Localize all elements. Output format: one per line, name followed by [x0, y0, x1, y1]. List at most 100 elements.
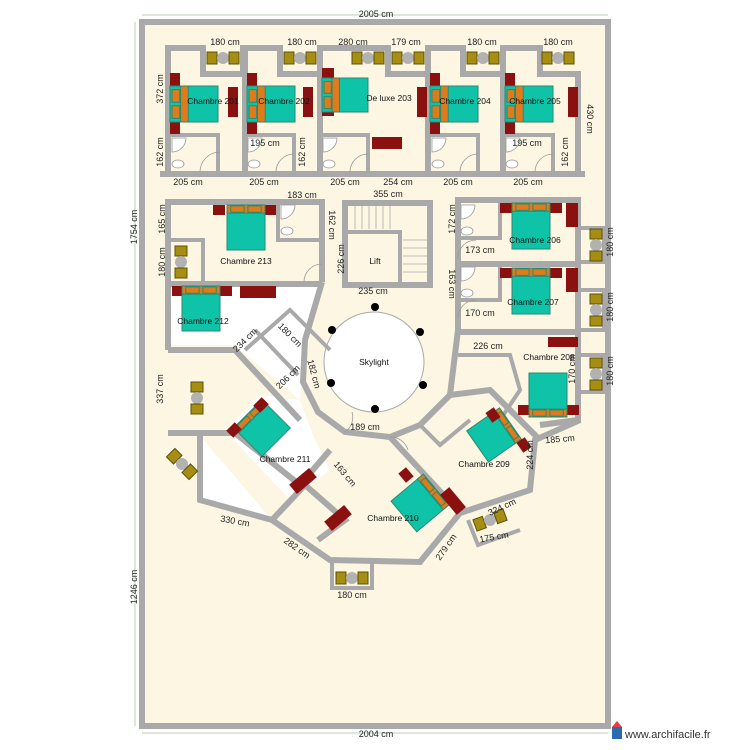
dimension: 172 cm	[447, 204, 457, 234]
dimension: 205 cm	[443, 177, 473, 187]
balcony-table-chairs	[589, 228, 603, 262]
dimension: 185 cm	[545, 433, 575, 446]
shower-toilet	[171, 137, 187, 169]
dimension: 195 cm	[250, 138, 280, 148]
room-label-207: Chambre 207	[507, 297, 559, 307]
shower-toilet	[460, 204, 476, 236]
wardrobe	[440, 487, 466, 515]
dimension: 1246 cm	[129, 570, 139, 605]
bed	[466, 407, 522, 463]
dimension: 195 cm	[512, 138, 542, 148]
balcony-table-chairs	[335, 571, 369, 585]
wardrobe	[303, 87, 313, 117]
dimension: 173 cm	[465, 245, 495, 255]
balcony-table-chairs	[165, 447, 199, 481]
outer-dimension-lines	[134, 14, 608, 734]
wardrobe	[170, 73, 180, 89]
wardrobe	[372, 137, 402, 149]
bed	[226, 204, 266, 251]
room-label-206: Chambre 206	[509, 235, 561, 245]
wardrobe	[324, 505, 352, 531]
dimension: 180 cm	[605, 356, 615, 386]
dimension: 170 cm	[567, 354, 577, 384]
wardrobe	[568, 87, 578, 117]
stairs	[354, 206, 427, 273]
shower-toilet	[280, 204, 296, 236]
balcony-table-chairs	[589, 293, 603, 327]
wardrobe	[417, 87, 427, 117]
dimension: 226 cm	[336, 244, 346, 274]
dimension: 180 cm	[157, 247, 167, 277]
wardrobe	[247, 73, 257, 89]
dimension: 205 cm	[330, 177, 360, 187]
room-label-201: Chambre 201	[187, 96, 239, 106]
wardrobe	[430, 118, 440, 134]
balcony-table-chairs	[283, 51, 317, 65]
wardrobe	[485, 407, 501, 423]
wardrobe	[213, 205, 225, 215]
room-label-210: Chambre 210	[367, 513, 419, 523]
wardrobe	[228, 87, 238, 117]
dimension: 162 cm	[560, 137, 570, 167]
room-label-209: Chambre 209	[458, 459, 510, 469]
dimension: 205 cm	[249, 177, 279, 187]
balcony-table-chairs	[541, 51, 575, 65]
room-label-211: Chambre 211	[260, 454, 311, 464]
dimension: 180 cm	[543, 37, 573, 47]
balcony-table-chairs	[391, 51, 425, 65]
dimension: 2004 cm	[359, 729, 394, 739]
dimension: 180 cm	[210, 37, 240, 47]
shower-toilet	[460, 266, 476, 298]
bed	[504, 85, 554, 123]
bed	[169, 85, 219, 123]
bed	[528, 372, 568, 418]
wardrobe	[172, 286, 184, 296]
shower-toilet	[247, 137, 263, 169]
outer-wall	[139, 19, 611, 729]
dimension: 180 cm	[467, 37, 497, 47]
dimension: 337 cm	[155, 374, 165, 404]
dimension: 180 cm	[337, 590, 367, 600]
shower-toilet	[505, 137, 521, 169]
wardrobe	[253, 397, 269, 413]
walls	[160, 45, 606, 590]
dimension: 280 cm	[338, 37, 368, 47]
wardrobe	[566, 268, 578, 292]
bed	[429, 85, 479, 123]
bed	[511, 202, 551, 250]
wardrobe	[289, 468, 317, 494]
archifacile-logo	[612, 721, 622, 739]
lift-label: Lift	[369, 256, 381, 266]
wardrobe	[500, 268, 512, 278]
bed	[321, 77, 369, 113]
dimension: 205 cm	[513, 177, 543, 187]
room-label-202: Chambre 202	[258, 96, 310, 106]
room-label-205: Chambre 205	[509, 96, 561, 106]
dimension: 205 cm	[173, 177, 203, 187]
wardrobe	[240, 286, 276, 298]
dimension: 162 cm	[327, 210, 337, 240]
wardrobe	[170, 118, 180, 134]
wardrobe	[505, 118, 515, 134]
wardrobe	[567, 405, 579, 415]
dimension: 163 cm	[447, 269, 457, 299]
skylight-label: Skylight	[359, 357, 389, 367]
balcony-table-chairs	[206, 51, 240, 65]
balcony-table-chairs	[190, 381, 204, 415]
wardrobe	[430, 73, 440, 89]
bed	[246, 85, 296, 123]
doors	[199, 151, 554, 451]
wardrobe	[505, 73, 515, 89]
balcony-table-chairs	[466, 51, 500, 65]
dimension: 170 cm	[465, 308, 495, 318]
dimension: 180 cm	[605, 227, 615, 257]
bathroom-fixtures	[171, 137, 521, 298]
wardrobe	[500, 203, 512, 213]
balcony-table-chairs	[351, 51, 385, 65]
wardrobe	[548, 337, 578, 347]
room-label-208: Chambre 208	[523, 352, 575, 362]
dimension: 183 cm	[287, 190, 317, 200]
dimension: 189 cm	[350, 422, 380, 432]
room-label-203: De luxe 203	[366, 93, 412, 103]
